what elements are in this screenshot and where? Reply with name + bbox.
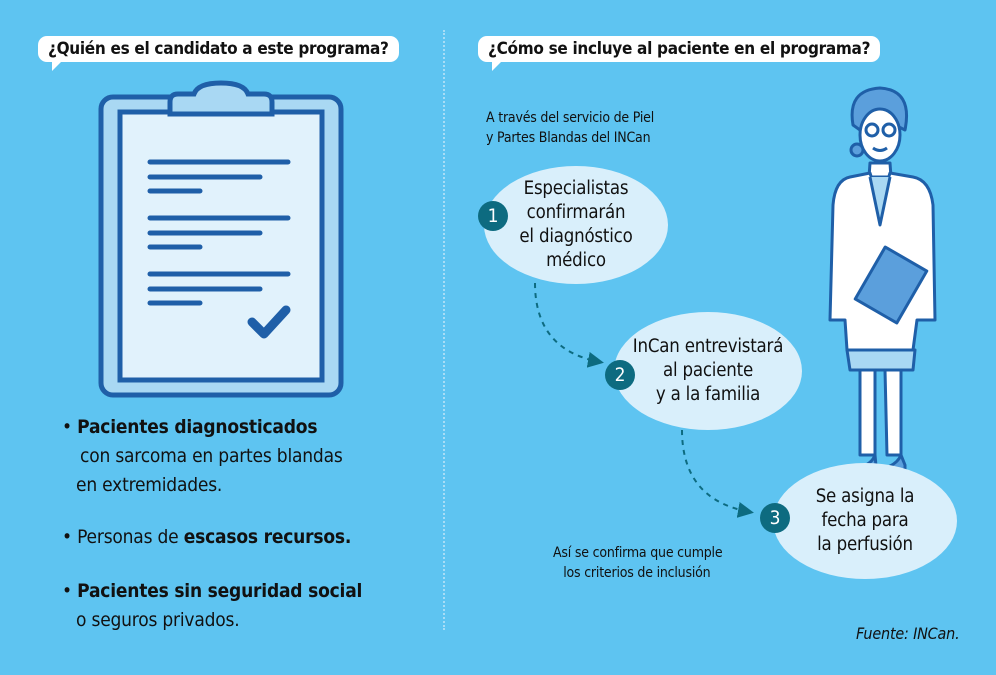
criteria-item-1: • Pacientes diagnosticados con sarcoma e…	[62, 416, 343, 496]
source-text: Fuente: INCan.	[856, 624, 960, 643]
clipboard-icon	[98, 80, 344, 398]
right-question-bubble: ¿Cómo se incluye al paciente en el progr…	[478, 36, 881, 71]
criteria-item-2: • Personas de escasos recursos.	[62, 526, 352, 548]
criteria-item-3: • Pacientes sin seguridad social o segur…	[62, 580, 363, 631]
step-1-badge: 1	[478, 201, 508, 231]
step-3-badge: 3	[760, 503, 790, 533]
left-question-bubble: ¿Quién es el candidato a este programa?	[38, 36, 399, 71]
doctor-illustration	[828, 86, 937, 479]
divider	[443, 30, 445, 630]
step-2-badge: 2	[605, 360, 635, 390]
